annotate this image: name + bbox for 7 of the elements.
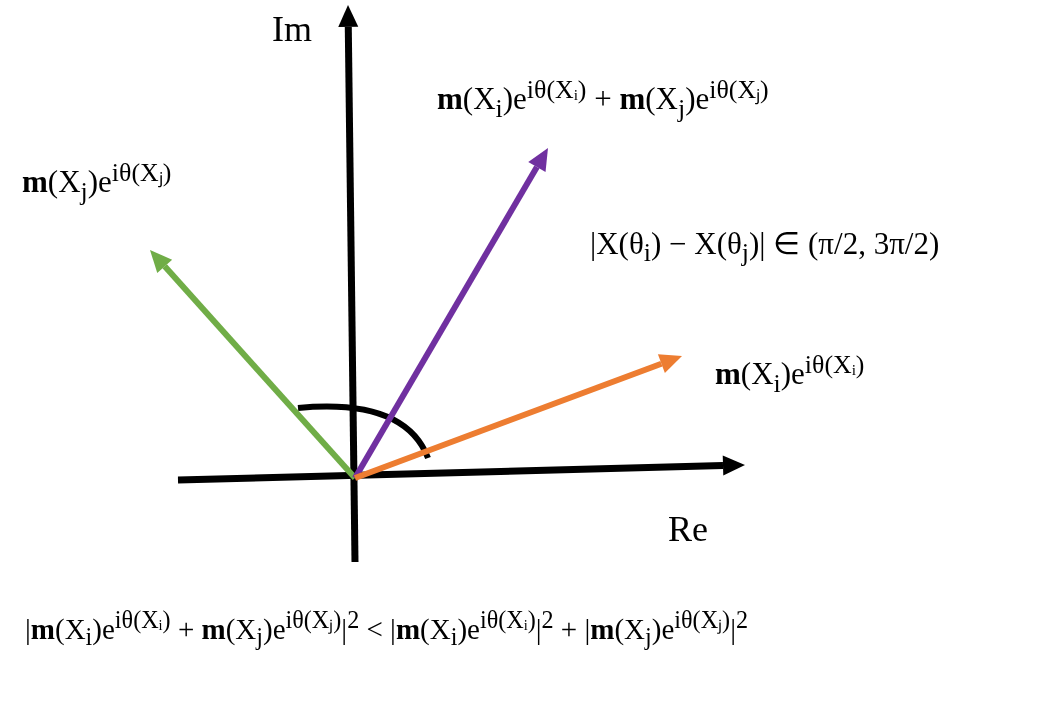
- axis-label: Re: [668, 508, 708, 551]
- inequality-formula: |m(X$_{i}$)e$^{iθ(Xᵢ)}$ + m(X$_{j}$)e$^{iθ(Xⱼ)}$|$^{2}$ < |m(X$_{i}$)e$^{iθ(Xᵢ)}$|$^{2}$ + |m(X$_{j}$)e$^{iθ(Xⱼ)}$|$^{2}$: [25, 605, 749, 652]
- vector-label: m(X$_{i}$)e$^{iθ(Xᵢ)}$: [715, 350, 865, 400]
- vector-label: m(X$_{j}$)e$^{iθ(Xⱼ)}$: [22, 158, 172, 208]
- axis-label: Im: [272, 8, 312, 51]
- angle-condition: |X(θ$_{i}$) − X(θ$_{j}$)| ∈ (π/2, 3π/2): [590, 225, 940, 270]
- vector-label: m(X$_{i}$)e$^{iθ(Xᵢ)}$ + m(X$_{j}$)e$^{iθ(Xⱼ)}$: [437, 75, 769, 125]
